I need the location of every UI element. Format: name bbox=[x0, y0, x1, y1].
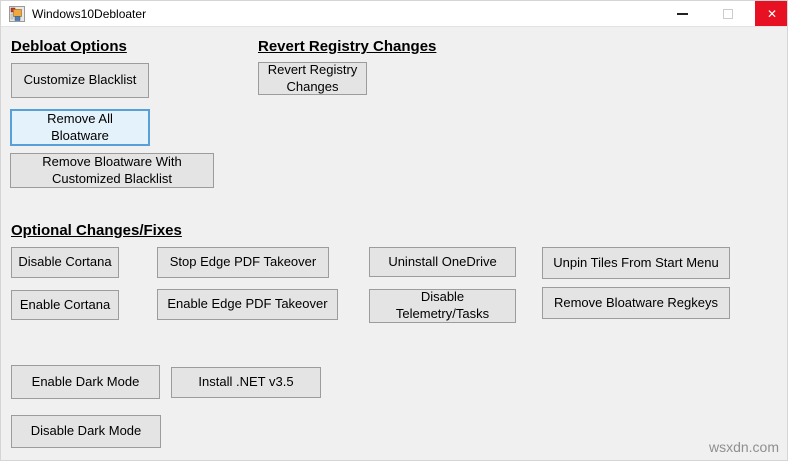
window-title: Windows10Debloater bbox=[32, 7, 147, 21]
enable-edge-pdf-takeover-button[interactable]: Enable Edge PDF Takeover bbox=[157, 289, 338, 320]
remove-bloatware-regkeys-button[interactable]: Remove Bloatware Regkeys bbox=[542, 287, 730, 319]
app-form-icon bbox=[9, 6, 25, 22]
unpin-tiles-start-menu-button[interactable]: Unpin Tiles From Start Menu bbox=[542, 247, 730, 279]
watermark: wsxdn.com bbox=[708, 439, 779, 455]
minimize-button[interactable] bbox=[665, 1, 699, 26]
revert-registry-changes-button[interactable]: Revert Registry Changes bbox=[258, 62, 367, 95]
optional-changes-heading: Optional Changes/Fixes bbox=[11, 222, 182, 239]
disable-telemetry-tasks-button[interactable]: Disable Telemetry/Tasks bbox=[369, 289, 516, 323]
disable-dark-mode-button[interactable]: Disable Dark Mode bbox=[11, 415, 161, 448]
enable-cortana-button[interactable]: Enable Cortana bbox=[11, 290, 119, 320]
maximize-icon bbox=[723, 8, 733, 19]
customize-blacklist-button[interactable]: Customize Blacklist bbox=[11, 63, 149, 98]
disable-cortana-button[interactable]: Disable Cortana bbox=[11, 247, 119, 278]
minimize-icon bbox=[676, 12, 688, 15]
enable-dark-mode-button[interactable]: Enable Dark Mode bbox=[11, 365, 160, 399]
install-dotnet-button[interactable]: Install .NET v3.5 bbox=[171, 367, 321, 398]
titlebar[interactable]: Windows10Debloater ✕ bbox=[1, 1, 787, 27]
remove-all-bloatware-button[interactable]: Remove All Bloatware bbox=[10, 109, 150, 146]
revert-registry-heading: Revert Registry Changes bbox=[258, 38, 437, 55]
uninstall-onedrive-button[interactable]: Uninstall OneDrive bbox=[369, 247, 516, 277]
close-icon: ✕ bbox=[766, 6, 778, 21]
close-button[interactable]: ✕ bbox=[755, 1, 787, 26]
stop-edge-pdf-takeover-button[interactable]: Stop Edge PDF Takeover bbox=[157, 247, 329, 278]
debloat-options-heading: Debloat Options bbox=[11, 38, 127, 55]
remove-bloatware-custom-blacklist-button[interactable]: Remove Bloatware With Customized Blackli… bbox=[10, 153, 214, 188]
maximize-button[interactable] bbox=[711, 1, 745, 26]
